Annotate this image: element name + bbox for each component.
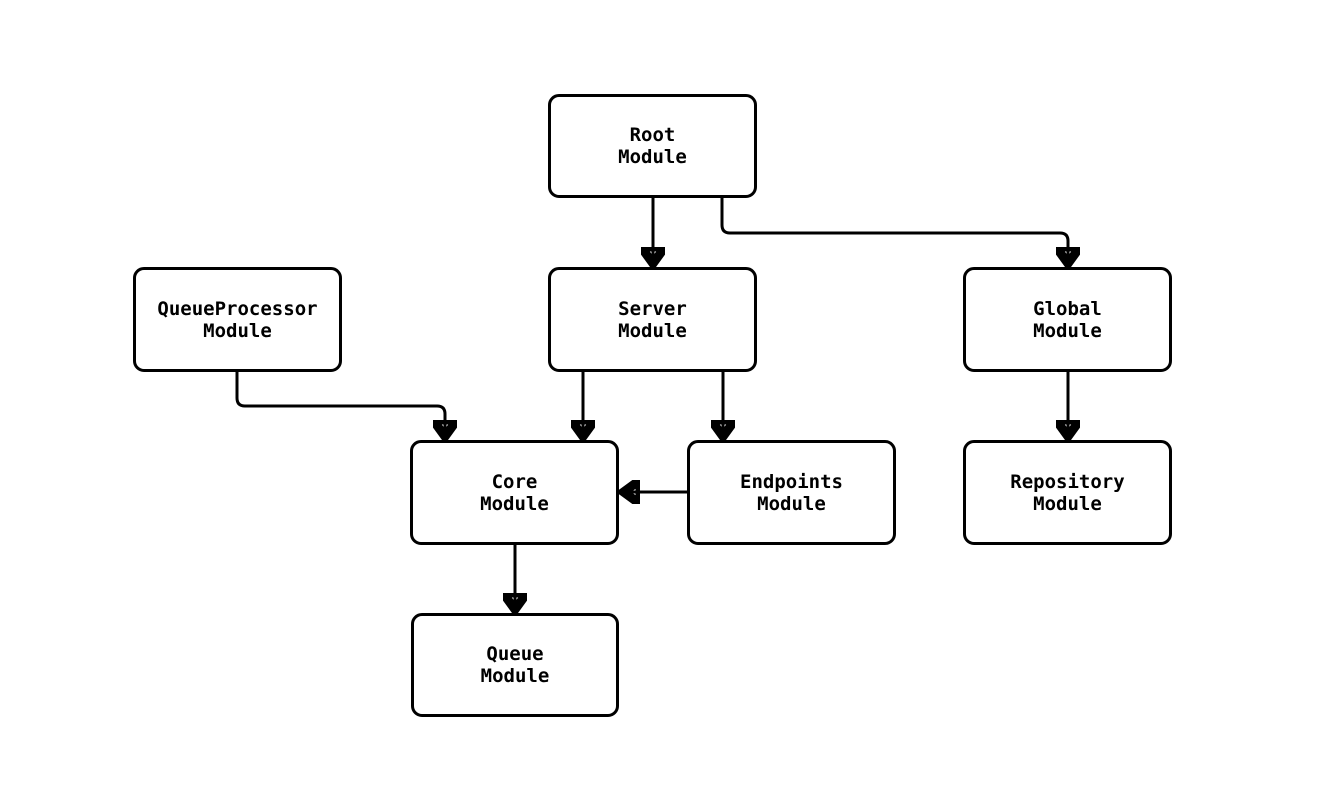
- node-core-module-label: Core Module: [480, 471, 549, 515]
- node-global-module: Global Module: [963, 267, 1172, 372]
- node-label-line1: QueueProcessor: [157, 297, 318, 320]
- node-queue-module: Queue Module: [411, 613, 619, 717]
- node-label-line1: Repository: [1010, 470, 1125, 493]
- node-label-line2: Module: [757, 492, 826, 515]
- node-repository-module: Repository Module: [963, 440, 1172, 545]
- node-root-module: Root Module: [548, 94, 757, 198]
- node-label-line2: Module: [480, 492, 549, 515]
- node-label-line1: Endpoints: [740, 470, 843, 493]
- node-label-line2: Module: [618, 146, 687, 168]
- node-root-module-label: Root Module: [618, 124, 687, 168]
- node-label-line1: Server: [618, 297, 687, 320]
- node-label-line2: Module: [618, 319, 687, 342]
- node-label-line2: Module: [1033, 492, 1102, 515]
- node-queueprocessor-module-label: QueueProcessor Module: [157, 298, 317, 342]
- node-repository-module-label: Repository Module: [1010, 471, 1124, 515]
- node-label-line2: Module: [203, 319, 272, 342]
- node-label-line1: Global: [1033, 297, 1102, 320]
- node-label-line1: Root: [629, 124, 676, 146]
- node-server-module-label: Server Module: [618, 298, 687, 342]
- node-label-line1: Queue: [486, 643, 544, 665]
- edge-root-module-to-global-module: [720, 198, 1068, 262]
- node-label-line2: Module: [480, 665, 550, 687]
- node-label-line2: Module: [1033, 319, 1102, 342]
- node-endpoints-module: Endpoints Module: [687, 440, 896, 545]
- node-queue-module-label: Queue Module: [481, 643, 550, 687]
- node-core-module: Core Module: [410, 440, 619, 545]
- node-global-module-label: Global Module: [1033, 298, 1102, 342]
- node-endpoints-module-label: Endpoints Module: [740, 471, 843, 515]
- node-server-module: Server Module: [548, 267, 757, 372]
- node-label-line1: Core: [491, 470, 538, 493]
- edge-queueprocessor-module-to-core-module: [235, 372, 445, 435]
- node-queueprocessor-module: QueueProcessor Module: [133, 267, 342, 372]
